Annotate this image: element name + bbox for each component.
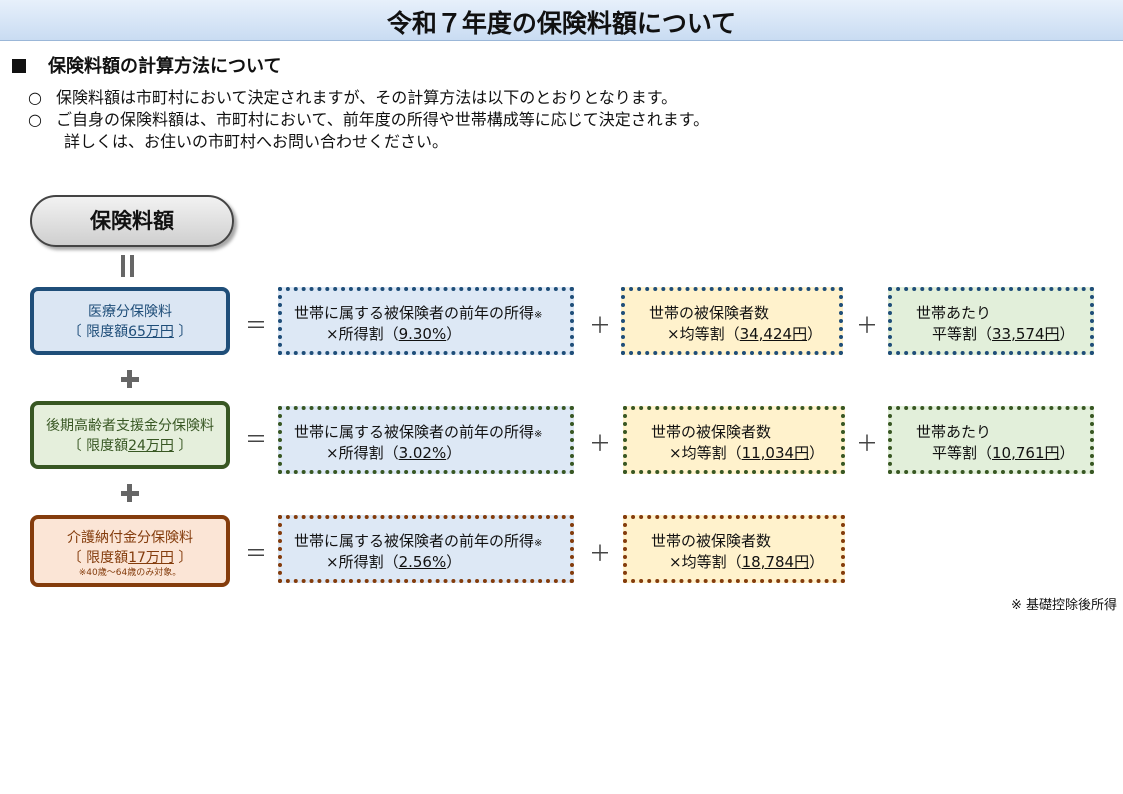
plus-icon: ＋ — [856, 432, 879, 457]
category-elderly-support: 後期高齢者支援金分保険料 〔 限度額24万円 〕 — [30, 401, 230, 469]
income-rate: 2.56% — [398, 553, 447, 571]
per-capita-amount: 34,424円 — [739, 325, 808, 343]
income-levy-box: 世帯に属する被保険者の前年の所得※ ×所得割（9.30%） — [278, 287, 574, 355]
category-name: 後期高齢者支援金分保険料 — [46, 418, 214, 434]
section-heading: 保険料額の計算方法について — [12, 52, 281, 78]
per-capita-amount: 11,034円 — [741, 444, 810, 462]
per-capita-amount: 18,784円 — [741, 553, 810, 571]
category-limit: 〔 限度額17万円 〕 — [67, 550, 193, 566]
vertical-equals-icon — [121, 255, 135, 277]
category-nursing-care: 介護納付金分保険料 〔 限度額17万円 〕 ※40歳～64歳のみ対象。 — [30, 515, 230, 587]
per-household-box: 世帯あたり 平等割（33,574円） — [888, 287, 1094, 355]
per-capita-desc: 世帯の被保険者数 — [649, 304, 770, 322]
note-mark: ※ — [534, 310, 543, 321]
paragraph-2: ○ ご自身の保険料額は、市町村において、前年度の所得や世帯構成等に応じて決定されま… — [28, 109, 709, 131]
limit-value: 65万円 — [128, 324, 174, 340]
per-household-amount: 10,761円 — [992, 444, 1060, 462]
section-heading-text: 保険料額の計算方法について — [48, 56, 282, 77]
total-premium-label: 保険料額 — [30, 195, 234, 247]
per-household-desc: 世帯あたり — [916, 304, 992, 322]
equals-icon: ＝ — [245, 428, 268, 453]
per-capita-desc: 世帯の被保険者数 — [651, 423, 772, 441]
page-title: 令和７年度の保険料額について — [386, 9, 737, 38]
income-rate: 9.30% — [398, 325, 447, 343]
category-limit: 〔 限度額24万円 〕 — [67, 438, 193, 454]
paragraph-text: 保険料額は市町村において決定されますが、その計算方法は以下のとおりとなります。 — [56, 88, 678, 107]
plus-icon: ＋ — [856, 314, 879, 339]
per-household-desc: 世帯あたり — [916, 423, 992, 441]
title-bar: 令和７年度の保険料額について — [0, 0, 1123, 41]
category-name: 介護納付金分保険料 — [67, 530, 193, 546]
income-levy-desc: 世帯に属する被保険者の前年の所得 — [294, 532, 535, 550]
limit-value: 17万円 — [128, 550, 174, 566]
category-limit: 〔 限度額65万円 〕 — [67, 324, 193, 340]
equals-icon: ＝ — [245, 542, 268, 567]
circle-bullet-icon: ○ — [28, 88, 42, 107]
note-mark: ※ — [534, 538, 543, 549]
income-rate: 3.02% — [398, 444, 447, 462]
square-bullet-icon — [12, 59, 26, 73]
category-name: 医療分保険料 — [88, 304, 172, 320]
limit-value: 24万円 — [128, 438, 174, 454]
paragraph-text: ご自身の保険料額は、市町村において、前年度の所得や世帯構成等に応じて決定されます… — [56, 110, 710, 129]
per-capita-box: 世帯の被保険者数 ×均等割（34,424円） — [621, 287, 843, 355]
plus-icon: ＋ — [589, 314, 612, 339]
per-capita-box: 世帯の被保険者数 ×均等割（11,034円） — [623, 406, 845, 474]
income-levy-desc: 世帯に属する被保険者の前年の所得 — [294, 423, 535, 441]
income-levy-desc: 世帯に属する被保険者の前年の所得 — [294, 304, 535, 322]
footnote: ※ 基礎控除後所得 — [1010, 598, 1117, 613]
per-household-amount: 33,574円 — [992, 325, 1060, 343]
plus-icon — [121, 484, 139, 502]
income-levy-box: 世帯に属する被保険者の前年の所得※ ×所得割（2.56%） — [278, 515, 574, 583]
plus-icon: ＋ — [589, 432, 612, 457]
equals-icon: ＝ — [245, 314, 268, 339]
per-capita-box: 世帯の被保険者数 ×均等割（18,784円） — [623, 515, 845, 583]
category-medical: 医療分保険料 〔 限度額65万円 〕 — [30, 287, 230, 355]
plus-icon — [121, 370, 139, 388]
paragraph-1: ○ 保険料額は市町村において決定されますが、その計算方法は以下のとおりとなります。 — [28, 87, 677, 109]
paragraph-continuation: 詳しくは、お住いの市町村へお問い合わせください。 — [64, 132, 449, 151]
age-note: ※40歳～64歳のみ対象。 — [78, 568, 182, 578]
per-household-box: 世帯あたり 平等割（10,761円） — [888, 406, 1094, 474]
income-levy-box: 世帯に属する被保険者の前年の所得※ ×所得割（3.02%） — [278, 406, 574, 474]
note-mark: ※ — [534, 429, 543, 440]
plus-icon: ＋ — [589, 542, 612, 567]
circle-bullet-icon: ○ — [28, 110, 42, 129]
per-capita-desc: 世帯の被保険者数 — [651, 532, 772, 550]
